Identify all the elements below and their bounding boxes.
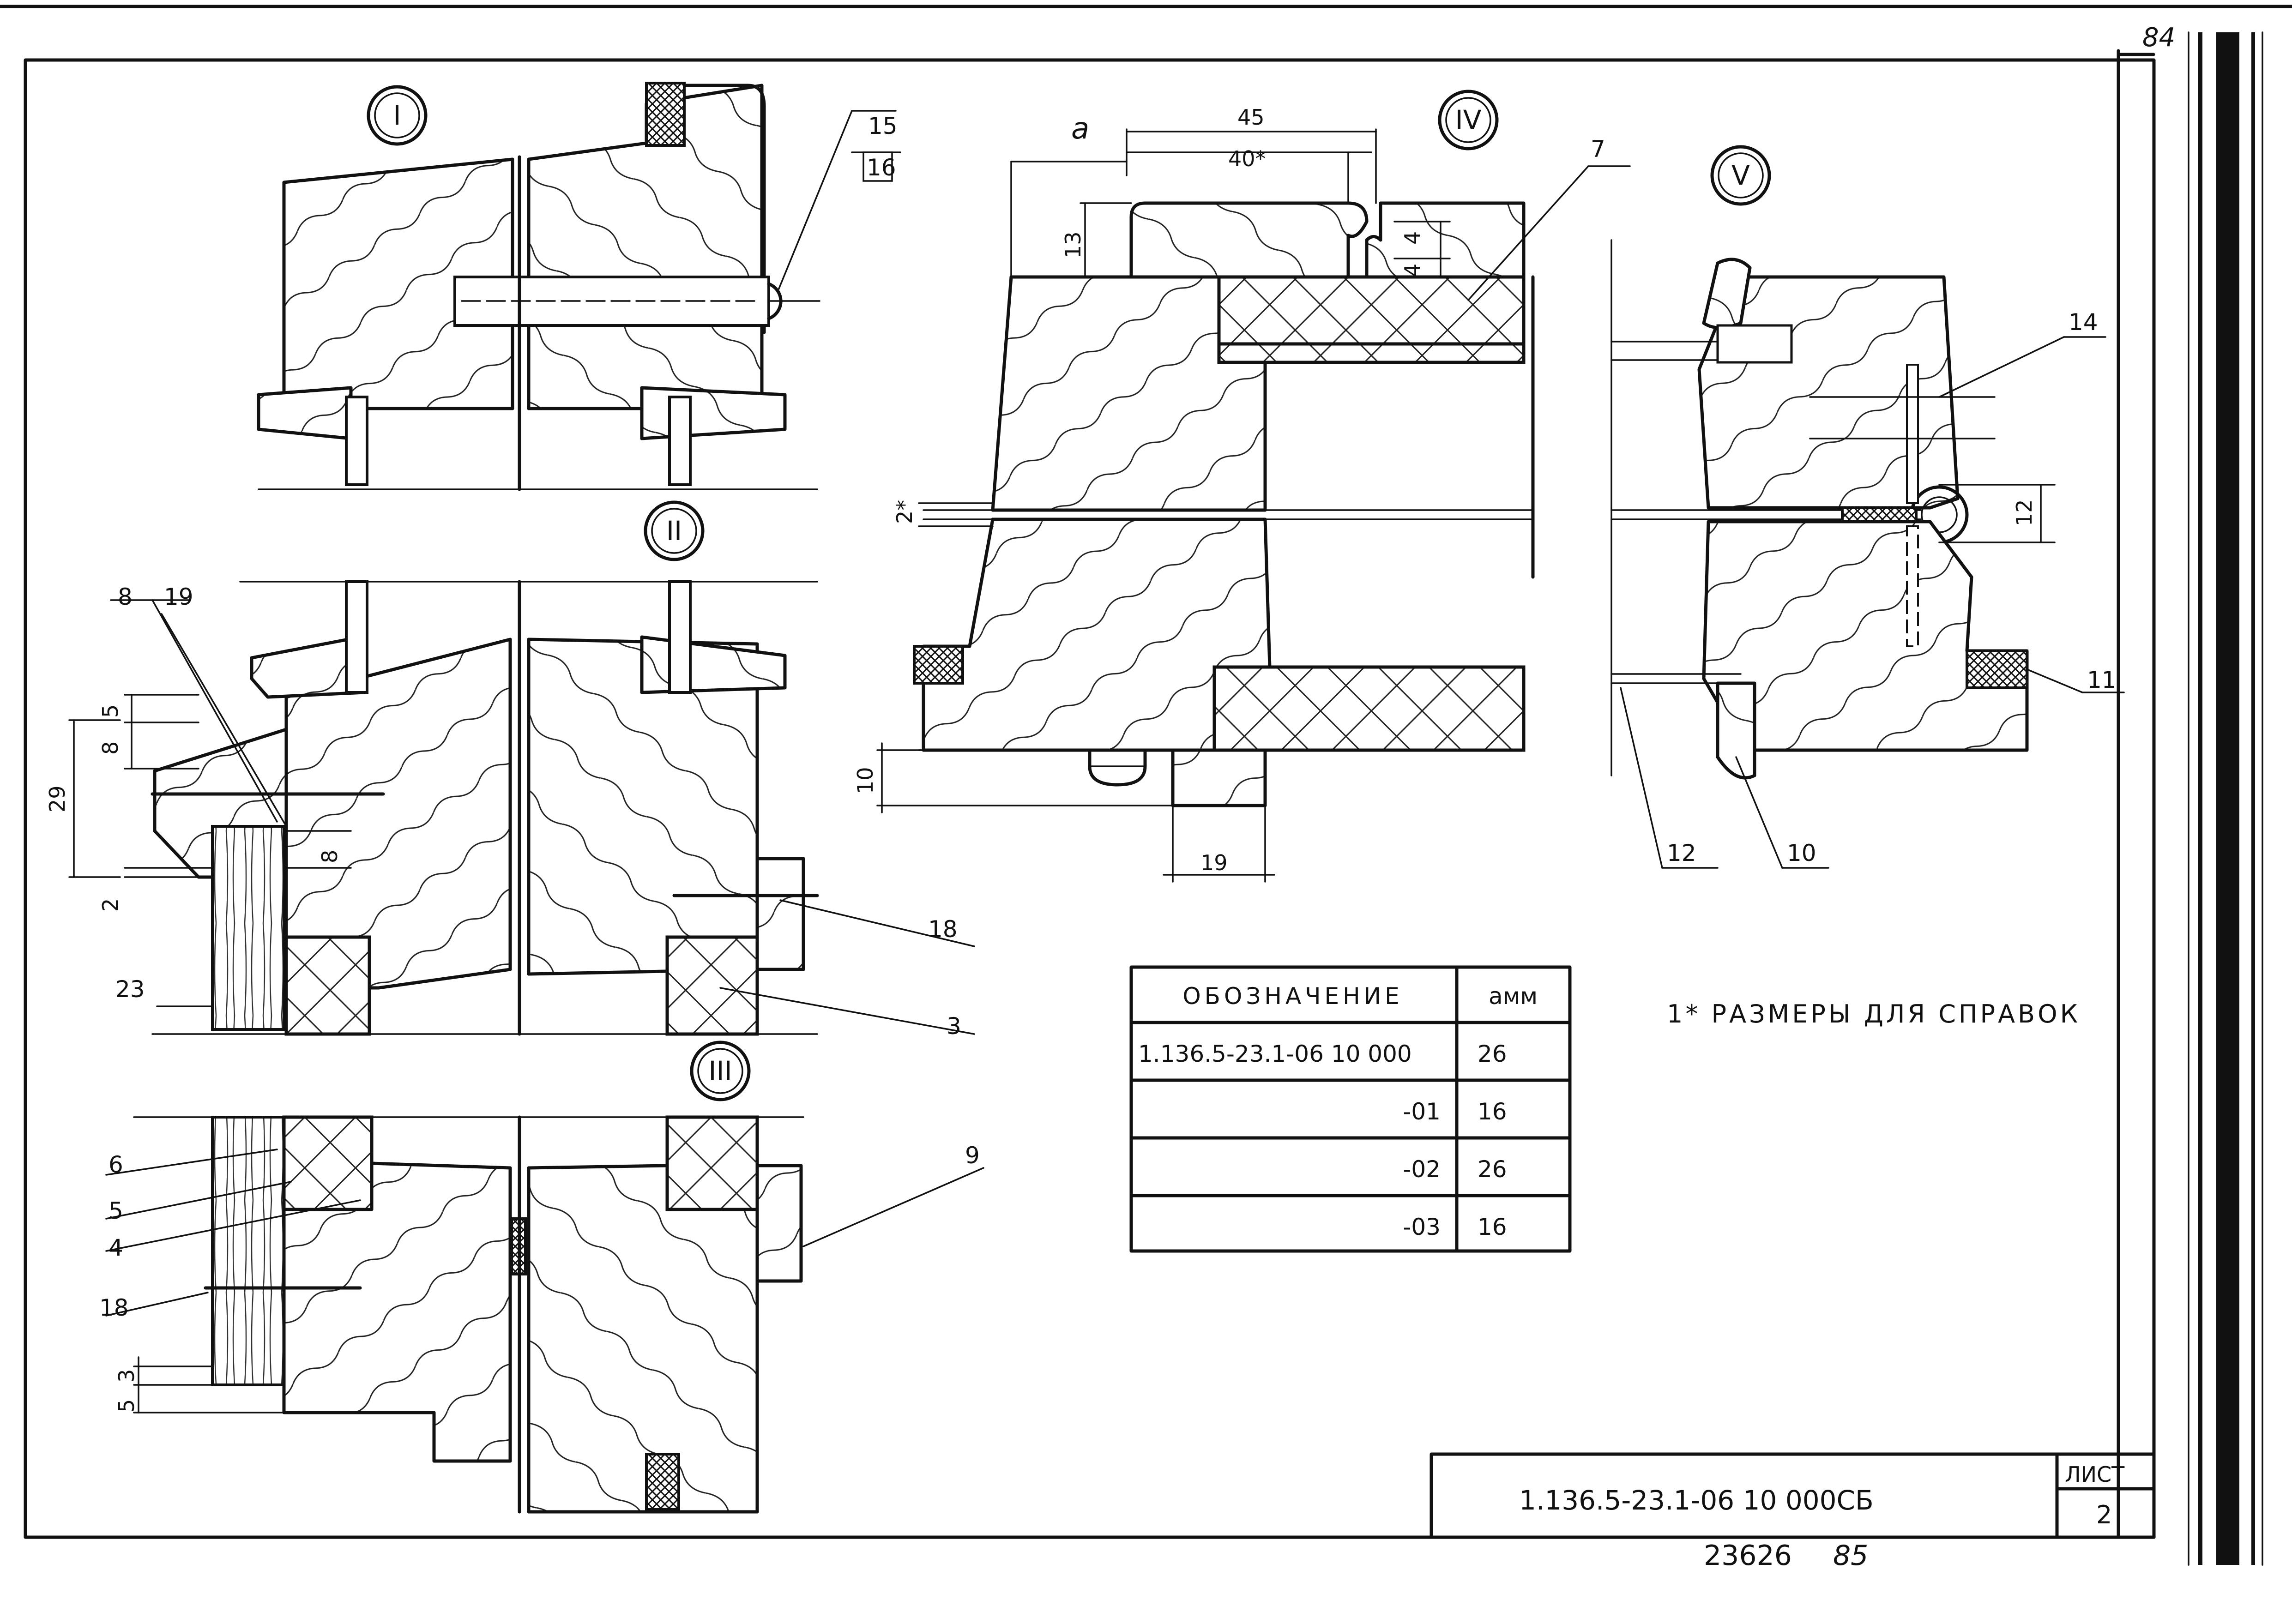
drawing-code: 1.136.5-23.1-06 10 000СБ	[1519, 1485, 1874, 1516]
dim-5-lower: 5	[114, 1399, 139, 1413]
table-row-4-a: 16	[1478, 1214, 1507, 1240]
callout-3: 3	[947, 1013, 961, 1040]
dim-40: 40*	[1228, 146, 1266, 171]
callout-14: 14	[2069, 309, 2098, 336]
dim-12: 12	[2012, 499, 2037, 526]
dim-4-lower: 4	[1400, 264, 1425, 277]
table-header-designation: ОБОЗНАЧЕНИЕ	[1182, 983, 1403, 1010]
table-header-a: aмм	[1489, 983, 1538, 1010]
callout-18-lower: 18	[99, 1294, 129, 1321]
title-block	[1429, 1452, 2156, 1539]
table-row-2-a: 16	[1478, 1098, 1507, 1125]
callout-9: 9	[965, 1142, 980, 1169]
sheet-number: 2	[2096, 1500, 2112, 1529]
section-3-detail: III	[105, 1041, 984, 1514]
section-2-marker: II	[666, 515, 682, 547]
callout-8: 8	[118, 583, 133, 610]
section-2-detail: II	[68, 500, 975, 1036]
callout-12: 12	[1667, 840, 1696, 866]
section-1-marker: I	[393, 100, 401, 131]
section-1-detail: I	[257, 82, 901, 491]
dim-3: 3	[114, 1369, 139, 1383]
table-row-1-a: 26	[1478, 1041, 1507, 1067]
table-row-3-designation: -02	[1403, 1156, 1441, 1183]
dim-8-upper: 8	[98, 741, 123, 755]
sheet-label: ЛИСТ	[2065, 1462, 2125, 1487]
dim-29: 29	[45, 785, 70, 812]
footer-page: 85	[1833, 1540, 1868, 1572]
callout-6: 6	[109, 1151, 123, 1178]
callout-18-upper: 18	[928, 916, 958, 943]
callout-15: 15	[868, 113, 898, 139]
sheet-frame	[0, 5, 2292, 1566]
dim-13: 13	[1061, 231, 1086, 259]
table-row-3-a: 26	[1478, 1156, 1507, 1183]
section-4-detail: IV	[876, 90, 1631, 883]
table-row-2-designation: -01	[1403, 1098, 1441, 1125]
callout-10: 10	[1787, 840, 1816, 866]
callout-5: 5	[109, 1197, 123, 1224]
dim-8-lower: 8	[317, 850, 342, 863]
table-row-1-designation: 1.136.5-23.1-06 10 000	[1138, 1041, 1412, 1067]
table-row-4-designation: -03	[1403, 1214, 1441, 1240]
section-5-detail: V	[1610, 145, 2125, 869]
section-4-marker: IV	[1455, 104, 1482, 136]
dim-45: 45	[1237, 105, 1265, 130]
callout-7: 7	[1591, 136, 1605, 162]
section-3-marker: III	[708, 1055, 732, 1087]
dim-4-upper: 4	[1400, 231, 1425, 245]
callout-11: 11	[2087, 667, 2117, 693]
dim-10: 10	[853, 767, 878, 794]
designation-table	[1129, 965, 1572, 1253]
dim-5-upper: 5	[98, 704, 123, 718]
dim-2-star: 2*	[892, 500, 917, 524]
callout-19: 19	[164, 583, 193, 610]
callout-16: 16	[867, 154, 896, 181]
dim-2-lower: 2	[98, 898, 123, 912]
dim-19: 19	[1200, 850, 1228, 875]
page-number: 84	[2142, 23, 2175, 53]
reference-note: 1* РАЗМЕРЫ ДЛЯ СПРАВОК	[1667, 999, 2081, 1029]
dim-a: a	[1071, 112, 1089, 146]
callout-23: 23	[115, 976, 145, 1003]
inventory-number: 23626	[1704, 1540, 1792, 1572]
callout-4: 4	[109, 1234, 123, 1261]
section-5-marker: V	[1731, 160, 1750, 191]
